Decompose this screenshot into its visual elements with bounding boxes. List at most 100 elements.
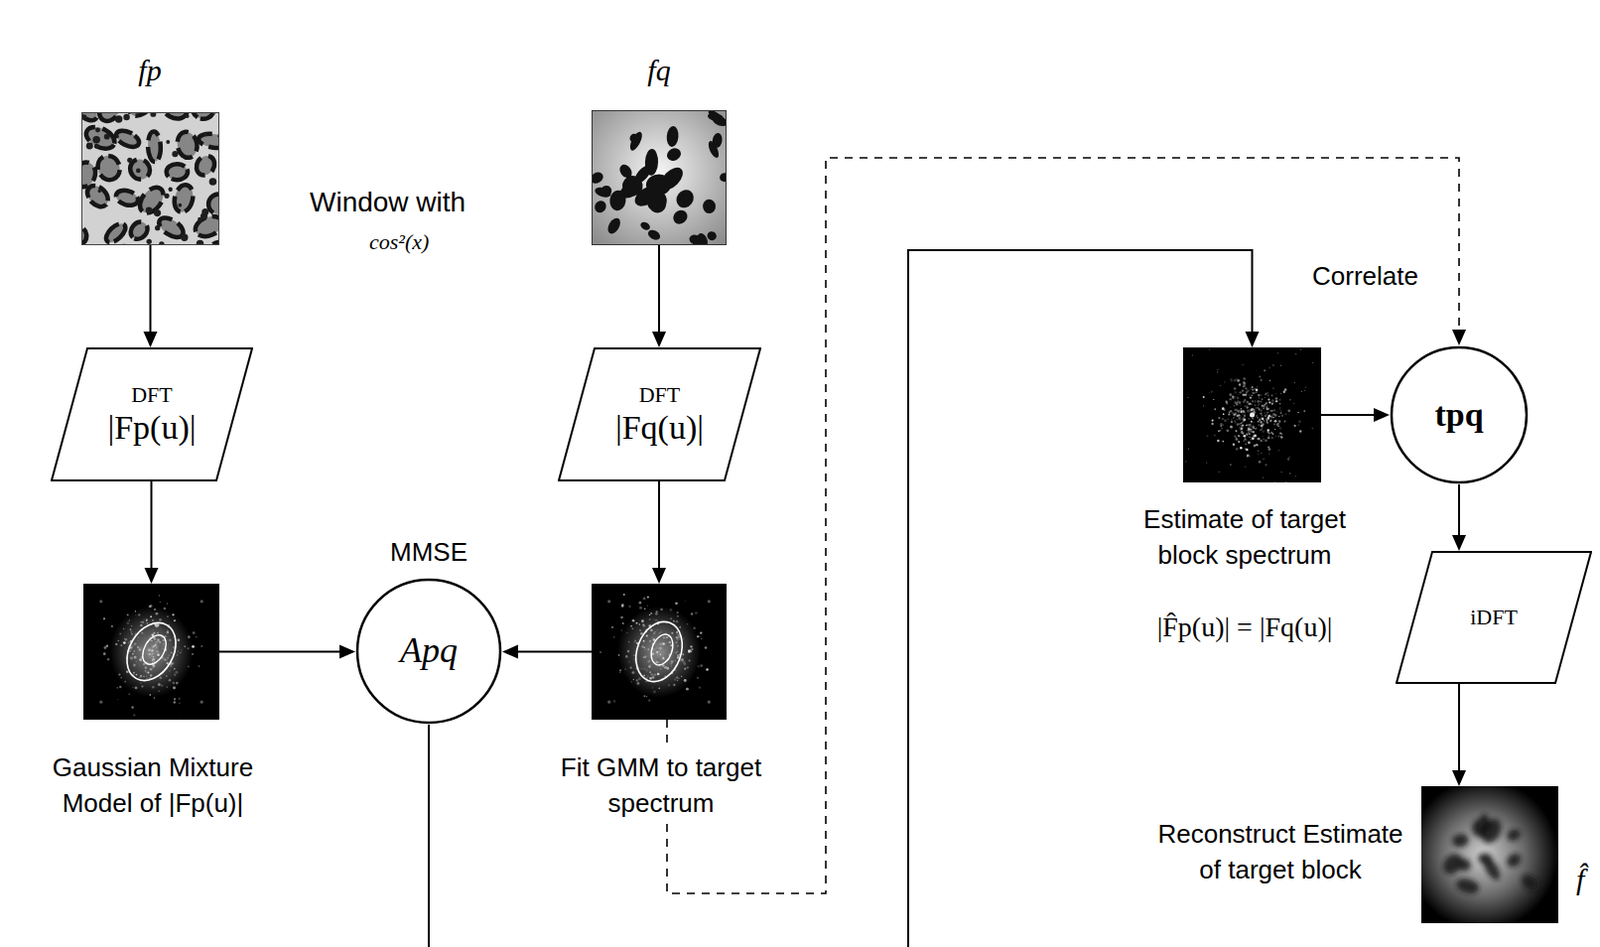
spectrum-dot (140, 644, 142, 646)
spectrum-dot (1245, 448, 1248, 451)
spectrum-dot (1267, 436, 1271, 440)
spot (171, 150, 178, 157)
spot (1454, 876, 1480, 897)
spectrum-dot (1247, 402, 1250, 405)
spectrum-dot (1247, 430, 1250, 433)
spectrum-dot (1242, 418, 1246, 422)
spectrum-dot (643, 642, 646, 645)
spectrum-dot (1228, 411, 1230, 413)
spectrum-dot (1278, 435, 1281, 438)
image-title: fp (110, 49, 190, 92)
spectrum-dot (619, 671, 621, 673)
spectrum-peak (99, 700, 103, 704)
spectrum-dot (630, 666, 633, 669)
spectrum-dot (659, 647, 663, 651)
spectrum-dot (650, 672, 654, 676)
spectrum-dot (1304, 390, 1306, 392)
spectrum-dot (1249, 429, 1252, 432)
spectrum-dot (1235, 402, 1238, 405)
spectrum-dot (158, 618, 162, 622)
spectrum-dot (161, 643, 164, 646)
spectrum-dot (656, 651, 659, 654)
spectrum-dot (1243, 399, 1246, 401)
spectrum-dot (1263, 419, 1265, 421)
spectrum-dot (1279, 406, 1281, 408)
spectrum-dot (158, 641, 160, 643)
symbol: tpq (1434, 395, 1483, 434)
spot (153, 209, 161, 217)
spectrum-dot (1234, 396, 1236, 398)
spectrum-dot (153, 696, 156, 699)
spectrum-dot (156, 653, 160, 657)
connector (219, 645, 356, 660)
spectrum-dot (687, 649, 691, 653)
spectrum-dot (155, 646, 158, 649)
spectrum-dot (1233, 408, 1236, 411)
operation-name: Correlate (1312, 260, 1419, 294)
spectrum-dot (1188, 448, 1190, 450)
spectrum-dot (1261, 414, 1263, 416)
spectrum-dot (1258, 423, 1261, 426)
spectrum-dot (675, 639, 678, 642)
spectrum-dot (1266, 392, 1269, 395)
spectrum-dot (1255, 370, 1257, 372)
spectrum-dot (1247, 411, 1249, 413)
spectrum-dot (1258, 408, 1261, 411)
spectrum-dot (142, 668, 144, 670)
spectrum-dot (1244, 437, 1247, 440)
spectrum-dot (170, 652, 173, 655)
spectrum-dot (631, 627, 634, 630)
spectrum-dot (682, 661, 686, 665)
spectrum-dot (192, 631, 196, 635)
spectrum-dot (1264, 397, 1266, 399)
spectrum-dot (1265, 406, 1269, 410)
rosette (127, 218, 151, 243)
spectrum-dot (1235, 437, 1239, 441)
spectrum-dot (1256, 437, 1260, 441)
spectrum-dot (641, 619, 645, 623)
circle-outline (1391, 347, 1527, 483)
spectrum-dot (1233, 404, 1236, 407)
spectrum-dot (650, 628, 654, 632)
spectrum-dot (1221, 406, 1225, 410)
spectrum-peak (1249, 412, 1255, 418)
image-frame (82, 113, 220, 246)
spectrum-dot (1257, 404, 1259, 406)
caption-text: Estimate of target block spectrum (1110, 501, 1379, 574)
spectrum-dot (676, 615, 679, 618)
connector-line (658, 245, 661, 333)
spectrum-dot (1211, 419, 1214, 422)
operation-circle: ApqMMSE (355, 577, 503, 725)
spectrum-dot (158, 646, 161, 649)
spectrum-dot (656, 651, 659, 654)
spectrum-dot (1233, 387, 1237, 391)
spectrum-dot (1243, 394, 1246, 397)
spot (177, 203, 182, 208)
rosette (192, 152, 218, 179)
spectrum-dot (1247, 347, 1249, 349)
spectrum-dot (1250, 385, 1254, 389)
spot (104, 133, 111, 140)
formula: |F̂p(u)| = |Fq(u)| (1120, 607, 1369, 647)
spectrum-dot (1243, 434, 1247, 438)
spectrum-dot (103, 617, 106, 620)
spectrum-dot (1267, 414, 1271, 418)
rosette (208, 193, 220, 215)
spectrum-dot (660, 654, 663, 657)
spectrum-dot (655, 643, 657, 645)
texture-image-shape (591, 110, 727, 246)
spectrum-dot (1274, 428, 1276, 430)
spectrum-dot (620, 616, 624, 620)
spectrum-dot (632, 619, 636, 623)
spectrum-dot (134, 685, 138, 689)
spectrum-dot (1246, 454, 1249, 457)
spectrum-dot (1205, 434, 1208, 437)
spectrum-dot (1272, 364, 1275, 367)
spectrum-dot (1242, 409, 1245, 412)
gmm-contour (647, 631, 677, 668)
spectrum-dot (148, 651, 151, 654)
spectrum-dot (1276, 423, 1279, 426)
spectrum-dot (1227, 412, 1230, 415)
spectrum-dot (1303, 409, 1306, 412)
caption-text: Fit GMM to target spectrum (527, 749, 796, 822)
